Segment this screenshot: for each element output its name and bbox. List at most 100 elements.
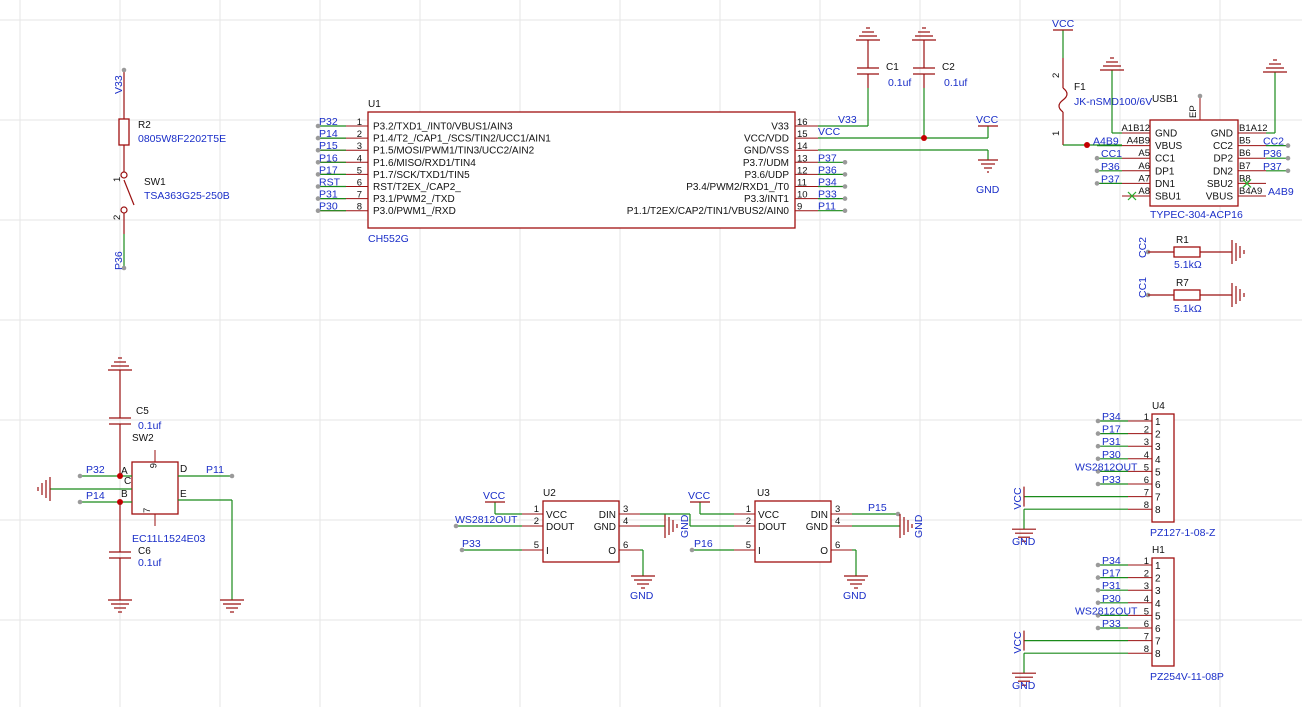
pin-number: 9 bbox=[797, 202, 802, 213]
pin-name: GND bbox=[1211, 129, 1233, 140]
pin-number: 4 bbox=[357, 153, 362, 164]
pin-name: P1.6/MISO/RXD1/TIN4 bbox=[373, 158, 476, 169]
pin-endpoint[interactable] bbox=[1096, 575, 1101, 580]
pin-endpoint[interactable] bbox=[1095, 169, 1100, 174]
pin-name: DIN bbox=[811, 510, 828, 521]
gnd-label: GND bbox=[1012, 536, 1036, 548]
pin-number: 3 bbox=[623, 504, 628, 515]
pin-name: DP2 bbox=[1214, 154, 1234, 165]
led-u3[interactable]: U3 1VCC2DOUT5I3DIN4GND6O VCC P16 P15 GND… bbox=[688, 488, 925, 602]
svg-text:E: E bbox=[180, 489, 187, 500]
c2-value: 0.1uf bbox=[944, 77, 967, 89]
svg-text:GND: GND bbox=[843, 590, 867, 602]
c2-ref: C2 bbox=[942, 62, 955, 73]
pin-number: 6 bbox=[623, 540, 628, 551]
pin-number: 8 bbox=[1144, 500, 1149, 511]
pin-endpoint[interactable] bbox=[1096, 419, 1101, 424]
svg-text:GND: GND bbox=[913, 514, 925, 538]
pin-endpoint[interactable] bbox=[1096, 563, 1101, 568]
pin-endpoint[interactable] bbox=[1096, 588, 1101, 593]
pin-label: 4 bbox=[1155, 455, 1161, 466]
resistor-r7[interactable]: CC1 R7 5.1kΩ bbox=[1137, 277, 1244, 315]
net-label: P14 bbox=[319, 128, 338, 140]
pin-number: 1 bbox=[746, 504, 751, 515]
pin-label: 3 bbox=[1155, 442, 1161, 453]
pin-name: RST/T2EX_/CAP2_ bbox=[373, 182, 461, 193]
pin-name: DIN bbox=[599, 510, 616, 521]
pin-endpoint[interactable] bbox=[1096, 626, 1101, 631]
r1-ref: R1 bbox=[1176, 235, 1189, 246]
r1-value: 5.1kΩ bbox=[1174, 259, 1202, 271]
header-h1[interactable]: H1 PZ254V-11-08P 11P3422P1733P3144P3055W… bbox=[1012, 545, 1224, 692]
pin-name: SBU1 bbox=[1155, 192, 1182, 203]
pin-number: 4 bbox=[1144, 450, 1149, 461]
f1-ref: F1 bbox=[1074, 82, 1086, 93]
pin-endpoint[interactable] bbox=[843, 172, 848, 177]
pin-number: 7 bbox=[1144, 488, 1149, 499]
pin-number: 4 bbox=[623, 516, 628, 527]
pin-number: 2 bbox=[1144, 425, 1149, 436]
pin-label: 8 bbox=[1155, 505, 1161, 516]
pin-endpoint[interactable] bbox=[1096, 444, 1101, 449]
pin-number: 7 bbox=[357, 190, 362, 201]
pin-number: 7 bbox=[1144, 632, 1149, 643]
pin-number: A1B12 bbox=[1121, 123, 1150, 134]
net-label: A4B9 bbox=[1093, 136, 1119, 148]
pin-endpoint[interactable] bbox=[1286, 169, 1291, 174]
pin-endpoint[interactable] bbox=[1096, 482, 1101, 487]
pin-endpoint[interactable] bbox=[1286, 156, 1291, 161]
pin-name: P1.1/T2EX/CAP2/TIN1/VBUS2/AIN0 bbox=[627, 206, 790, 217]
sw2-net-a: P32 bbox=[86, 464, 105, 476]
net-label: P30 bbox=[319, 201, 338, 213]
svg-text:EP: EP bbox=[1188, 105, 1199, 118]
pin-name: P1.4/T2_/CAP1_/SCS/TIN2/UCC1/AIN1 bbox=[373, 134, 551, 145]
pin-endpoint[interactable] bbox=[843, 196, 848, 201]
pin-number: B6 bbox=[1239, 148, 1251, 159]
pin-endpoint[interactable] bbox=[843, 184, 848, 189]
u4-pins: 11P3422P1733P3144P3055WS2812OUT66P337788… bbox=[1012, 411, 1161, 548]
pin-label: 5 bbox=[1155, 611, 1161, 622]
pin-number: B5 bbox=[1239, 136, 1251, 147]
usb-typec-connector[interactable]: USB1 TYPEC-304-ACP16 EP A1B12GNDA4B9VBUS… bbox=[1093, 58, 1294, 221]
switch-sw1[interactable]: 1 2 SW1 TSA363G25-250B P36 bbox=[112, 172, 230, 270]
pin-name: DN1 bbox=[1155, 179, 1175, 190]
pin-endpoint[interactable] bbox=[1095, 156, 1100, 161]
f1-value: JK-nSMD100/6V bbox=[1074, 96, 1152, 108]
svg-text:1: 1 bbox=[112, 177, 123, 182]
net-label: P33 bbox=[1102, 474, 1121, 486]
c6-value: 0.1uf bbox=[138, 557, 161, 569]
svg-text:WS2812OUT: WS2812OUT bbox=[455, 514, 518, 526]
pin-number: 3 bbox=[1144, 437, 1149, 448]
pin-number: 1 bbox=[1144, 556, 1149, 567]
u1-chip[interactable]: U1 CH552G 1P3.2/TXD1_/INT0/VBUS1/AIN3P32… bbox=[316, 99, 848, 245]
pin-number: 2 bbox=[746, 516, 751, 527]
resistor-r1[interactable]: CC2 R1 5.1kΩ bbox=[1137, 235, 1244, 271]
pin-endpoint[interactable] bbox=[843, 208, 848, 213]
pin-number: B1A12 bbox=[1239, 123, 1268, 134]
sw1-ref: SW1 bbox=[144, 177, 166, 188]
pin-endpoint[interactable] bbox=[1095, 181, 1100, 186]
rotary-encoder-sw2[interactable]: C5 0.1uf SW2 6 7 A C B D E P32 P14 P11 bbox=[38, 358, 244, 612]
pin-name: GND bbox=[806, 522, 828, 533]
pin-number: 15 bbox=[797, 129, 808, 140]
r2-ref: R2 bbox=[138, 120, 151, 131]
usb1-left-pins: A1B12GNDA4B9VBUSA4B9A5CC1CC1A6DP1P36A7DN… bbox=[1093, 123, 1183, 203]
net-label: P36 bbox=[818, 164, 837, 176]
r7-value: 5.1kΩ bbox=[1174, 303, 1202, 315]
pin-number: 8 bbox=[357, 202, 362, 213]
pin-name: CC1 bbox=[1155, 154, 1175, 165]
pin-number: 3 bbox=[1144, 581, 1149, 592]
pin-endpoint[interactable] bbox=[1096, 431, 1101, 436]
led-u2[interactable]: U2 1VCC2DOUT5I3DIN4GND6O VCC WS2812OUT P… bbox=[454, 488, 691, 602]
pin-endpoint[interactable] bbox=[1286, 143, 1291, 148]
header-u4[interactable]: U4 PZ127-1-08-Z 11P3422P1733P3144P3055WS… bbox=[1012, 401, 1216, 548]
pin-number: 6 bbox=[357, 178, 362, 189]
pin-number: 6 bbox=[1144, 475, 1149, 486]
pin-name: O bbox=[608, 546, 616, 557]
pin-number: 1 bbox=[534, 504, 539, 515]
capacitor-c1[interactable]: C1 0.1uf bbox=[856, 28, 911, 89]
pin-label: 8 bbox=[1155, 649, 1161, 660]
r7-net: CC1 bbox=[1137, 277, 1149, 298]
pin-endpoint[interactable] bbox=[843, 160, 848, 165]
